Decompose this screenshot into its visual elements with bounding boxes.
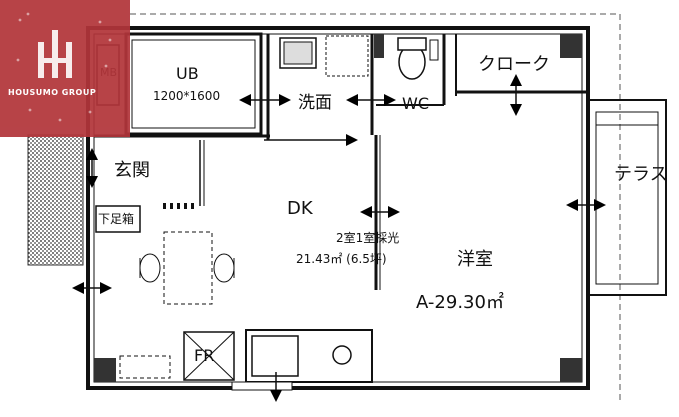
wc-label: WC: [402, 94, 429, 113]
total-area-label: 21.43㎡ (6.5坪): [296, 252, 387, 266]
washer-space: [325, 35, 369, 77]
chair-icon: [139, 253, 235, 283]
kitchen-counter: [245, 329, 373, 383]
terrace-outline: [587, 99, 667, 296]
fridge-label: FR: [194, 346, 215, 365]
cloak-label: クローク: [478, 54, 550, 75]
room-area-label: A-29.30㎡: [416, 292, 504, 313]
sink: [251, 335, 299, 377]
dining-table: [163, 231, 213, 305]
brand-logo: HOUSUMO GROUP: [0, 0, 130, 137]
shoe-cabinet: [95, 205, 141, 233]
dk-label: DK: [287, 198, 313, 219]
youshitsu-label: 洋室: [457, 249, 493, 270]
brand-logo-text: HOUSUMO GROUP: [8, 88, 97, 97]
ub-room: [124, 32, 263, 136]
ub-label: UB: [176, 64, 199, 83]
stove-burner-icon: [332, 345, 352, 365]
lighting-note: 2室1室採光: [336, 231, 400, 245]
exterior-hatch: [28, 135, 83, 265]
terrace-label: テラス: [614, 164, 668, 185]
senmen-label: 洗面: [298, 93, 332, 113]
genkan-label: 玄関: [114, 160, 150, 181]
shoe-cabinet-label: 下足箱: [98, 212, 135, 226]
fridge-box: [183, 331, 235, 381]
washbasin: [279, 37, 317, 69]
ub-size-label: 1200*1600: [153, 89, 221, 103]
